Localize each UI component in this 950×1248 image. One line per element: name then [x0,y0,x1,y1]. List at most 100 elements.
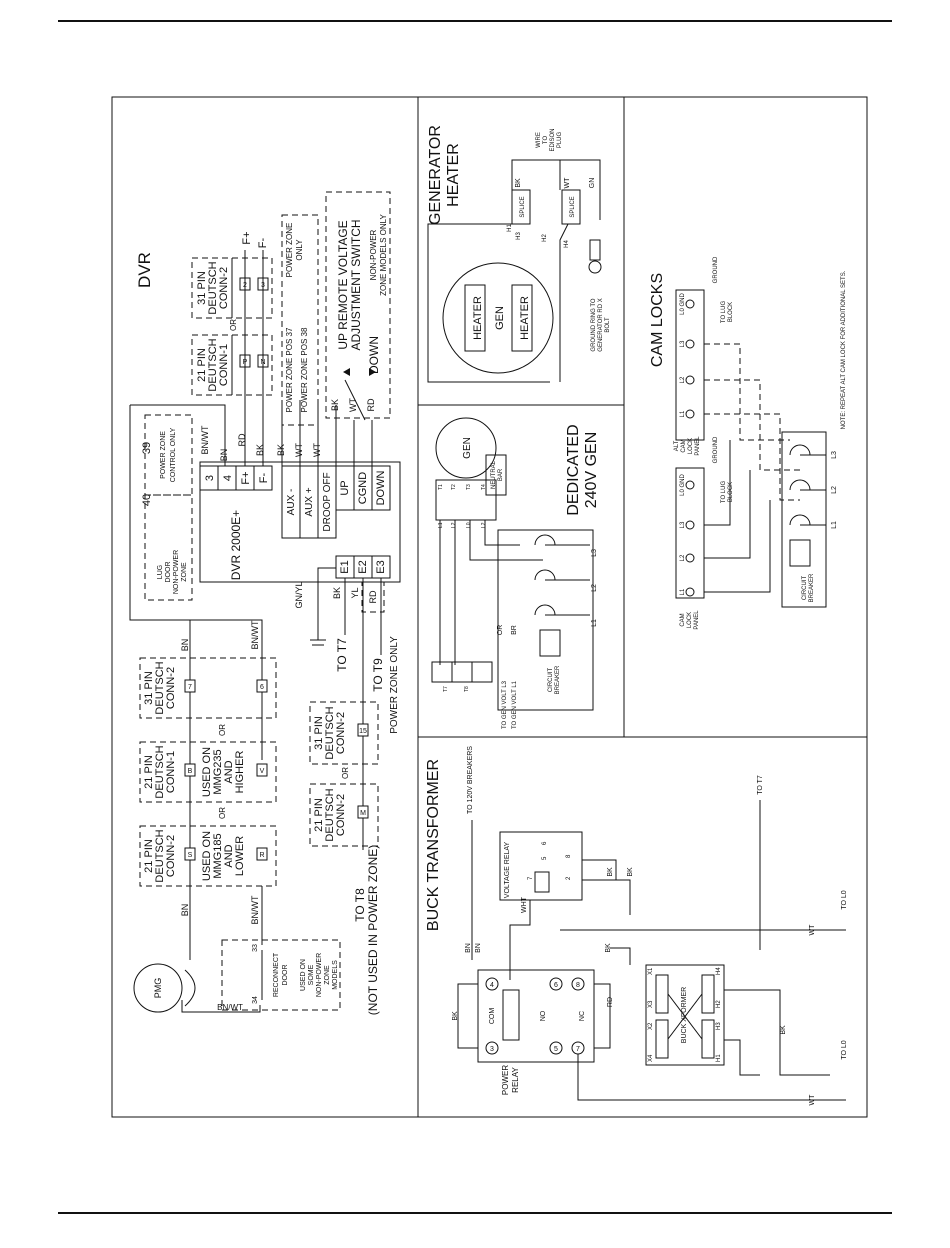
heater-h4: H4 [564,240,570,248]
wire-wt-aux1: WT [294,443,304,457]
conn-21-low-3: CONN-2 [165,835,177,877]
ded-breaker-1: CIRCUIT [548,668,554,693]
buck-wt2: WT [809,1094,816,1106]
l-term-1: L1 [438,522,444,528]
ded-or: OR [497,625,504,636]
used-low-4: LOWER [234,836,246,876]
wire-rd-sw: RD [366,398,376,411]
pmg-label: PMG [153,978,163,999]
dedicated-title-2: 240V GEN [583,432,600,508]
used-high-4: HIGHER [234,751,246,794]
reg-aux-plus: AUX + [304,487,315,516]
remote-switch-line1: UP REMOTE VOLTAGE [336,220,350,349]
alt-panel-4: PANEL [695,436,701,456]
wire-bn-mid: BN [180,639,190,652]
conn-31-top-line2: DEUTSCH [207,261,219,314]
pr-6: 6 [554,982,558,989]
pin-b: B [188,768,193,775]
reg-term-fplus: F+ [240,471,252,484]
pr-8: 8 [576,982,580,989]
neutral-2: BAR [498,468,504,481]
buck-xformer-box [645,964,725,1066]
reg-e1: E1 [339,560,351,573]
used-low-1: USED ON [201,831,213,881]
dedicated-gen-circle [435,417,497,479]
ded-br: BR [511,625,518,635]
cam-l2: L2 [680,554,686,561]
conn-21-t8-1: 21 PIN [313,798,325,832]
used-some-5: MODELS [332,960,339,990]
to-t7: TO T7 [335,638,349,672]
cam-l3: L3 [680,521,686,528]
alt-ground: GROUND [713,256,719,283]
ded-l1: L1 [591,619,598,627]
wire-bnwt-pmg: BN/WT [250,895,260,924]
alt-l3: L3 [680,340,686,347]
h3: H3 [716,1022,722,1030]
l-term-2: L2 [451,522,457,528]
reg-term-fminus: F- [258,472,270,483]
conn-21-t8-3: CONN-2 [335,794,347,836]
lug-door-4: ZONE [181,562,188,582]
wire-gnyl: GN/YL [294,581,304,608]
reg-e3: E3 [375,560,387,573]
conn-31-t9-1: 31 PIN [313,716,325,750]
wire-bnwt-pmg2: BN/WT [217,1003,243,1012]
edison-1: WIRE [536,132,542,148]
reg-aux-minus: AUX - [286,489,297,516]
neutral-1: NEUTRAL [491,460,497,489]
buck-bn2: BN [475,943,482,953]
ded-t7: T7 [443,686,449,692]
buck-title: BUCK TRANSFORMER [425,759,442,931]
lug-door-3: NON-POWER [173,550,180,594]
used-high-1: USED ON [201,747,213,797]
conn-21-low-1: 21 PIN [143,839,155,873]
cam-breaker-2: BREAKER [809,573,815,602]
cam-panel-2: LOCK [687,612,693,628]
alt-l0gnd: L0 GND [680,293,686,315]
edison-2: TO [543,136,549,145]
reg-sw-cgnd: CGND [357,472,369,504]
wire-bk-aux: BK [276,444,286,456]
cam-ground: GROUND [713,436,719,463]
pr-com: COM [489,1008,496,1025]
cam-note: NOTE: REPEAT ALT CAM LOCK FOR ADDITIONAL… [841,270,847,429]
ded-l2: L2 [591,584,598,592]
vr-5: 5 [542,856,548,860]
pr-no: NO [540,1010,547,1021]
ded-to-l3: TO GEN VOLT L3 [502,680,508,729]
pr-4: 4 [490,982,494,989]
reg-term-4: 4 [222,475,234,481]
pr-5: 5 [554,1046,558,1053]
fplus-label: F+ [241,231,253,244]
used-some-1: USED ON [300,959,307,991]
or-label-t9: OR [341,767,350,779]
terminal-39: 39 [141,442,153,454]
pr-7: 7 [576,1046,580,1053]
cam-l1: L1 [680,588,686,595]
dedicated-gen-panel: GEN DEDICATED 240V GEN NEUTRAL BAR T1 T2… [431,417,600,729]
pz-pos38: POWER ZONE POS 38 [300,327,309,412]
alt-l1: L1 [680,410,686,417]
wire-wt-aux2: WT [312,443,322,457]
pmg-circle [133,963,183,1013]
reg-e2: E2 [357,560,369,573]
reg-sw-up: UP [339,480,351,495]
alt-panel-2: CAM [681,439,687,452]
cam-to-lug-2: BLOCK [728,482,734,502]
xf-bk: BK [605,943,612,953]
buck-to-l0-1: TO L0 [841,890,848,909]
heater-h1: H1 [507,224,513,232]
ded-breaker-2: BREAKER [555,665,561,694]
used-low-3: AND [223,844,235,867]
pz-pos37: POWER ZONE POS 37 [285,327,294,412]
buck-bn1: BN [465,943,472,953]
conn-31-t9-3: CONN-2 [335,712,347,754]
to-t8-2: (NOT USED IN POWER ZONE) [366,845,380,1015]
reg-term-3: 3 [204,475,216,481]
used-low-2: MMG185 [212,833,224,878]
reg-droop-off: DROOP OFF [322,472,333,531]
pin-s: S [188,852,193,859]
h1: H1 [716,1054,722,1062]
cam-locks-title: CAM LOCKS [649,273,666,367]
